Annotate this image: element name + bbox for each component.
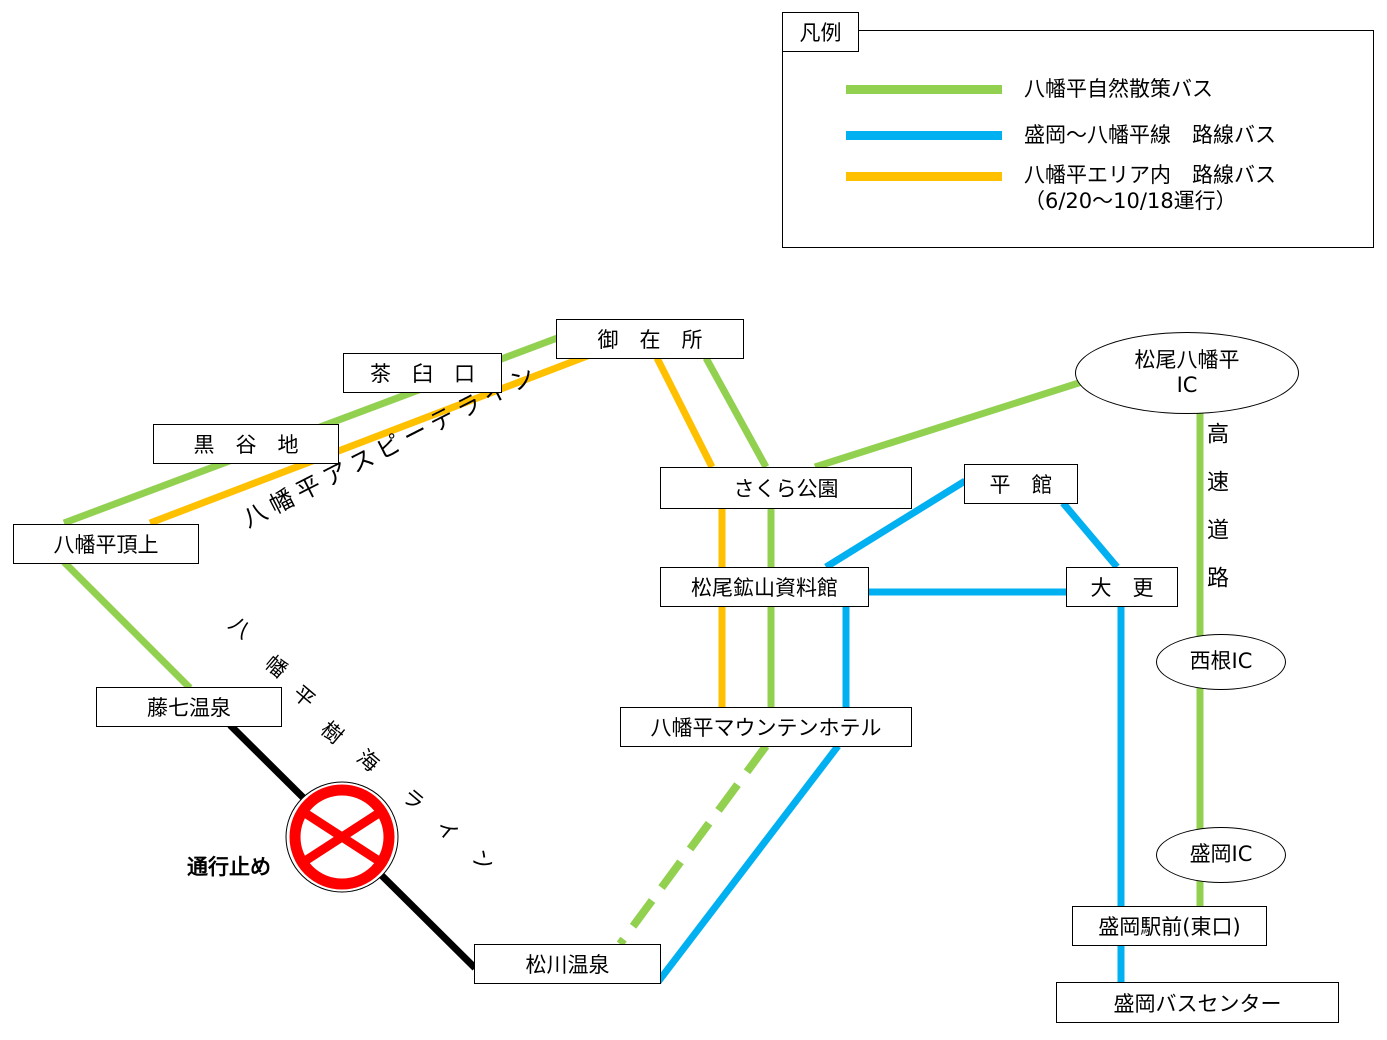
stop-matsuo-museum[interactable]: 松尾鉱山資料館 bbox=[660, 567, 869, 607]
route-green-dashed-hotel-matsukawa bbox=[616, 743, 770, 947]
route-green-gozaisho-sakura bbox=[702, 356, 770, 469]
legend-label: 八幡平エリア内 路線バス （6/20～10/18運行） bbox=[1024, 163, 1276, 214]
route-orange-top-gozaisho bbox=[148, 351, 592, 527]
stop-chausuguchi[interactable]: 茶 臼 口 bbox=[343, 353, 502, 393]
stop-tairadate[interactable]: 平 館 bbox=[964, 464, 1078, 504]
ic-nishine[interactable]: 西根IC bbox=[1156, 634, 1286, 690]
stop-mountain-hotel[interactable]: 八幡平マウンテンホテル bbox=[620, 707, 912, 747]
road-closed-label: 通行止め bbox=[187, 855, 271, 879]
stop-toshichi-onsen[interactable]: 藤七温泉 bbox=[96, 687, 282, 727]
stop-gozaisho[interactable]: 御 在 所 bbox=[556, 319, 744, 359]
ic-morioka[interactable]: 盛岡IC bbox=[1156, 827, 1286, 883]
closed-road-sign-icon bbox=[285, 781, 399, 893]
route-green-top-toshichi bbox=[61, 559, 193, 691]
legend-swatch-orange bbox=[846, 172, 1002, 181]
legend-swatch-blue bbox=[846, 130, 1002, 140]
route-blue-hotel-matsukawa bbox=[655, 743, 841, 985]
legend-item-nature-bus: 八幡平自然散策バス bbox=[846, 76, 1213, 102]
stop-kurotanichi[interactable]: 黒 谷 地 bbox=[153, 424, 339, 464]
legend-item-morioka-line: 盛岡～八幡平線 路線バス bbox=[846, 122, 1276, 148]
legend-title: 凡例 bbox=[782, 12, 859, 52]
legend-item-area-line: 八幡平エリア内 路線バス （6/20～10/18運行） bbox=[846, 162, 1276, 215]
route-blue-tairadate-obuke bbox=[1060, 500, 1120, 570]
expressway-label: 高速道路 bbox=[1203, 422, 1228, 614]
route-blue-museum-tairadate bbox=[824, 478, 967, 570]
stop-hachimantai-top[interactable]: 八幡平頂上 bbox=[13, 524, 199, 564]
ic-matsuo-hachimantai[interactable]: 松尾八幡平 IC bbox=[1075, 332, 1299, 414]
stop-morioka-station[interactable]: 盛岡駅前(東口) bbox=[1072, 906, 1267, 946]
route-orange-gozaisho-sakura bbox=[653, 356, 716, 469]
legend-swatch-green bbox=[846, 84, 1002, 94]
route-green-sakura-ic bbox=[813, 376, 1090, 471]
stop-sakura-koen[interactable]: さくら公園 bbox=[660, 467, 912, 509]
stop-morioka-bus-center[interactable]: 盛岡バスセンター bbox=[1056, 982, 1339, 1023]
stop-matsukawa-onsen[interactable]: 松川温泉 bbox=[474, 944, 661, 984]
legend-label: 盛岡～八幡平線 路線バス bbox=[1024, 123, 1276, 147]
stop-obuke[interactable]: 大 更 bbox=[1066, 567, 1178, 607]
legend-label: 八幡平自然散策バス bbox=[1024, 77, 1213, 101]
